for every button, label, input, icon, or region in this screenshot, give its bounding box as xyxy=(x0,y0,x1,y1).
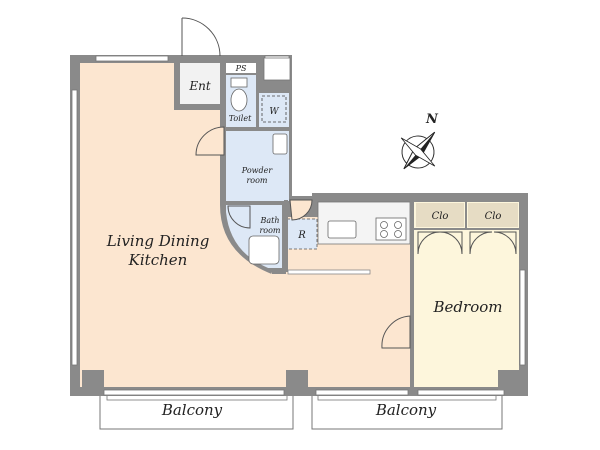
balcony-left-label: Balcony xyxy=(161,401,223,419)
balcony-right-label: Balcony xyxy=(375,401,437,419)
bath-fixtures xyxy=(230,77,288,265)
powder-room-label-1: Powder xyxy=(241,166,274,175)
bath-room-label-2: room xyxy=(259,226,280,235)
washer-outline xyxy=(261,95,287,123)
bedroom-label: Bedroom xyxy=(433,298,503,316)
living-dining-kitchen-area xyxy=(80,63,410,387)
interior-walls xyxy=(174,63,520,388)
washer-label: W xyxy=(269,107,279,117)
cooktop xyxy=(375,217,407,241)
living-label-1: Living Dining xyxy=(106,232,210,250)
columns xyxy=(82,370,520,390)
closet-1-label: Clo xyxy=(432,211,449,222)
toilet-bowl xyxy=(230,77,248,88)
washbasin xyxy=(272,133,288,155)
living-label-2: Kitchen xyxy=(128,251,188,269)
refrigerator-label: R xyxy=(297,230,306,241)
entrance-door xyxy=(181,17,221,57)
washer-area xyxy=(259,93,289,127)
closet-2-area xyxy=(468,203,518,227)
pipe-space-label: PS xyxy=(235,64,247,73)
room-labels: Ent PS Toilet W Powder room Bath room R … xyxy=(106,64,503,316)
balcony-right: Balcony xyxy=(311,392,503,430)
door-swings xyxy=(195,126,517,349)
closet-1-area xyxy=(416,203,464,227)
refrigerator-space xyxy=(286,218,318,250)
kitchen-fixtures xyxy=(287,217,407,275)
outdoor-unit xyxy=(263,57,291,81)
toilet-label: Toilet xyxy=(229,114,252,123)
compass-north-label: N xyxy=(425,112,439,127)
powder-room-label-2: room xyxy=(246,176,267,185)
compass xyxy=(400,131,436,170)
bath-room-label-1: Bath xyxy=(259,216,279,225)
kitchen-island-line xyxy=(287,269,371,275)
pipe-space-area xyxy=(226,63,256,73)
entrance-label: Ent xyxy=(188,79,210,93)
closet-2-label: Clo xyxy=(485,211,502,222)
kitchen-sink xyxy=(327,220,357,239)
entrance-area xyxy=(180,63,220,104)
room-fills xyxy=(80,63,519,387)
balcony-left: Balcony xyxy=(99,392,294,430)
bathtub xyxy=(248,235,280,265)
